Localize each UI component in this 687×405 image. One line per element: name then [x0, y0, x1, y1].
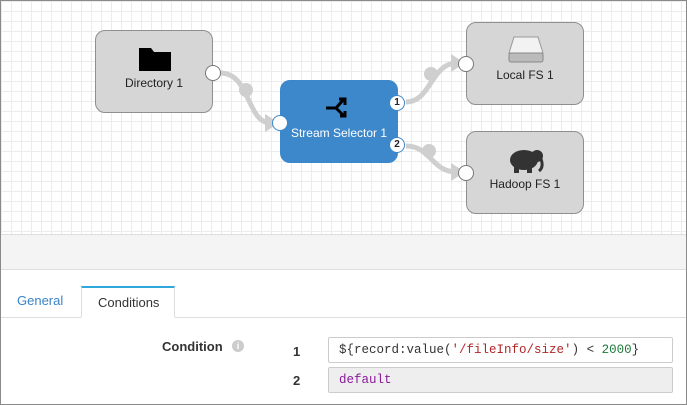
link-directory-to-selector[interactable]	[219, 70, 272, 126]
expr-text: }	[631, 343, 640, 357]
stream-selector-icon	[326, 97, 347, 118]
tab-general[interactable]: General	[17, 293, 64, 308]
expr-text: ${record:value(	[339, 343, 452, 357]
expr-text: ) <	[571, 343, 602, 357]
config-tabs: General Conditions	[1, 286, 686, 318]
condition-input-1[interactable]: ${record:value('/fileInfo/size') < 2000}	[328, 337, 673, 363]
condition-label: Condition	[162, 339, 223, 354]
input-port[interactable]	[458, 56, 474, 72]
node-stream-selector[interactable]: Stream Selector 1 1 2	[272, 80, 405, 163]
output-port[interactable]	[205, 65, 221, 81]
node-directory[interactable]: Directory 1	[95, 30, 221, 113]
condition-input-default: default	[328, 367, 673, 393]
tab-conditions[interactable]: Conditions	[81, 286, 175, 318]
data-preview-icon[interactable]	[422, 144, 436, 158]
node-label: Local FS 1	[496, 68, 554, 82]
link-selector-to-hadoop[interactable]	[405, 143, 458, 175]
output-port-1[interactable]: 1	[389, 95, 405, 111]
expr-number: 2000	[601, 343, 632, 357]
hard-drive-icon	[508, 36, 544, 63]
node-label: Hadoop FS 1	[489, 177, 561, 191]
condition-number: 1	[293, 344, 301, 359]
data-preview-icon[interactable]	[239, 83, 253, 97]
node-hadoop-fs[interactable]: Hadoop FS 1	[458, 131, 584, 214]
output-port-2[interactable]: 2	[389, 137, 405, 153]
condition-number: 2	[293, 373, 301, 388]
input-port[interactable]	[458, 165, 474, 181]
node-local-fs[interactable]: Local FS 1	[458, 22, 584, 105]
pipeline-canvas[interactable]: Directory 1 Stream Selector 1 1 2 Local …	[1, 1, 686, 234]
data-preview-icon[interactable]	[424, 67, 438, 81]
panel-splitter[interactable]	[1, 234, 686, 270]
expr-string: '/fileInfo/size'	[451, 343, 572, 357]
link-selector-to-localfs[interactable]	[405, 60, 458, 105]
input-port[interactable]	[272, 115, 288, 131]
hadoop-elephant-icon	[510, 150, 544, 173]
node-label: Stream Selector 1	[290, 126, 388, 140]
info-icon[interactable]: i	[232, 340, 244, 352]
node-label: Directory 1	[124, 76, 183, 90]
folder-icon	[139, 48, 171, 71]
